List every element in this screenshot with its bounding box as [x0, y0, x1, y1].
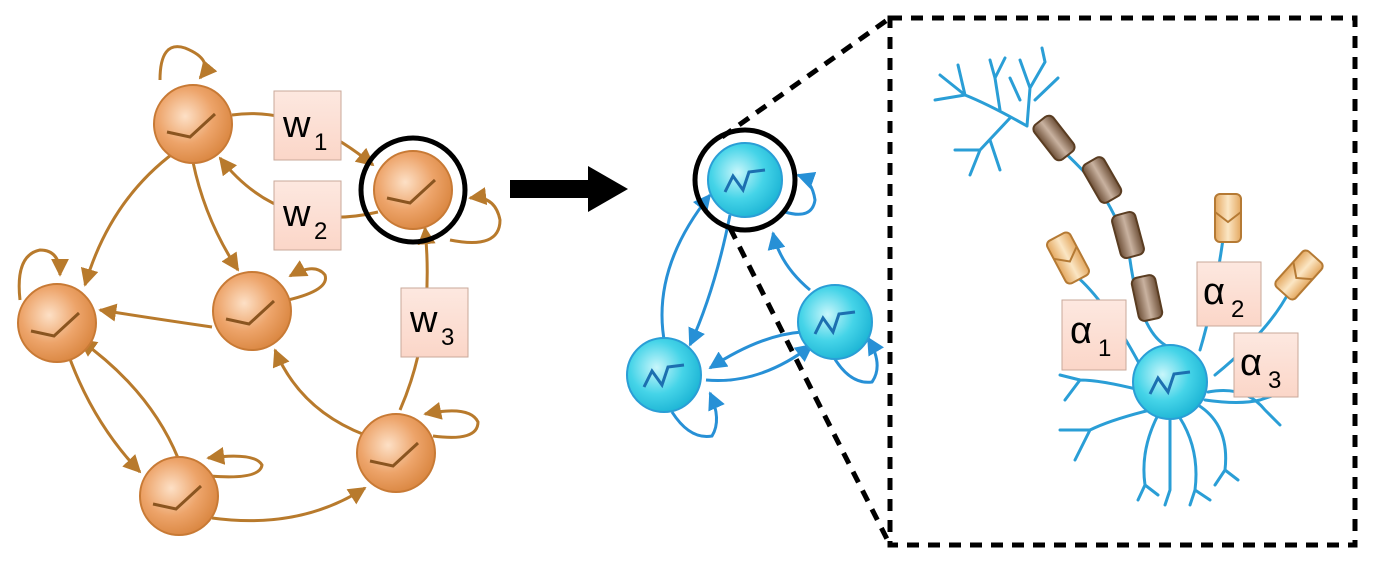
alpha-label-1: α 1 [1061, 299, 1127, 371]
checkmark-activation-node [212, 271, 292, 351]
edge-d-to-e [78, 338, 180, 459]
alpha-label-2: α 2 [1196, 261, 1262, 327]
self-loop-e [17, 248, 69, 301]
synapse-line-3 [1213, 288, 1292, 377]
weight-letter: w [409, 299, 438, 341]
weight-label-w3: w 3 [400, 287, 469, 358]
zoom-lines [720, 15, 893, 547]
edge-f-to-c [272, 348, 366, 437]
alpha-label-3: α 3 [1233, 332, 1299, 398]
spike-neuron-node [797, 284, 873, 360]
edge-right-to-left [708, 330, 803, 370]
checkmark-activation-node [139, 456, 219, 536]
synapse-light [1046, 231, 1090, 285]
blue-network [660, 171, 884, 438]
edge-a-to-c [191, 161, 240, 272]
dashed-zoom-box [887, 15, 1358, 548]
edge-left-to-right [705, 343, 814, 383]
weight-letter: w [282, 104, 311, 146]
self-loop-a [158, 45, 218, 81]
alpha-subscript: 1 [1098, 335, 1111, 362]
weight-letter: w [282, 193, 311, 235]
weight-label-w2: w 2 [273, 180, 342, 251]
checkmark-activation-node [153, 84, 233, 164]
weight-label-w1: w 1 [273, 90, 342, 161]
alpha-subscript: 3 [1268, 367, 1281, 394]
self-loop-d [206, 447, 264, 479]
edge-top-to-left [688, 214, 732, 347]
checkmark-activation-node [373, 150, 453, 230]
orange-nodes [17, 84, 468, 536]
self-loop-right [831, 336, 884, 384]
self-loop-b [449, 187, 502, 244]
weight-subscript: 2 [314, 218, 327, 245]
synapse-dark [1081, 156, 1123, 204]
edge-c-to-e [98, 303, 213, 329]
checkmark-activation-node [356, 413, 436, 493]
self-loop-c [287, 260, 328, 302]
alpha-subscript: 2 [1231, 296, 1244, 323]
edge-right-to-top [767, 231, 811, 292]
edge-d-to-f [211, 486, 367, 523]
input-synapses [1046, 193, 1324, 301]
right-arrow-icon [510, 166, 628, 212]
weight-subscript: 1 [314, 129, 327, 156]
dendrite-upper [933, 46, 1060, 177]
self-loop-left [670, 391, 725, 438]
spike-neuron-node [626, 337, 702, 413]
spike-neuron-node [707, 142, 783, 218]
synapse-dark [1130, 274, 1164, 322]
synapse-dark [1111, 210, 1145, 260]
edge-left-to-top [660, 193, 712, 346]
alpha-letter: α [1070, 310, 1092, 352]
axon-synapses [1032, 114, 1164, 322]
alpha-letter: α [1203, 271, 1225, 313]
alpha-letter: α [1240, 342, 1262, 384]
checkmark-activation-node [17, 283, 97, 363]
self-loop-top [784, 171, 817, 216]
synapse-light [1274, 249, 1324, 301]
highlight-ring [358, 135, 468, 245]
self-loop-f [423, 402, 480, 439]
weight-subscript: 3 [441, 324, 454, 351]
blue-nodes [626, 127, 873, 413]
synapse-dark [1032, 114, 1076, 162]
spike-neuron-soma [1132, 344, 1208, 420]
synapse-light [1214, 193, 1242, 243]
edge-e-to-d [63, 344, 142, 474]
edge-a-to-e [80, 150, 176, 287]
highlight-ring [692, 127, 798, 233]
orange-network [17, 45, 502, 523]
